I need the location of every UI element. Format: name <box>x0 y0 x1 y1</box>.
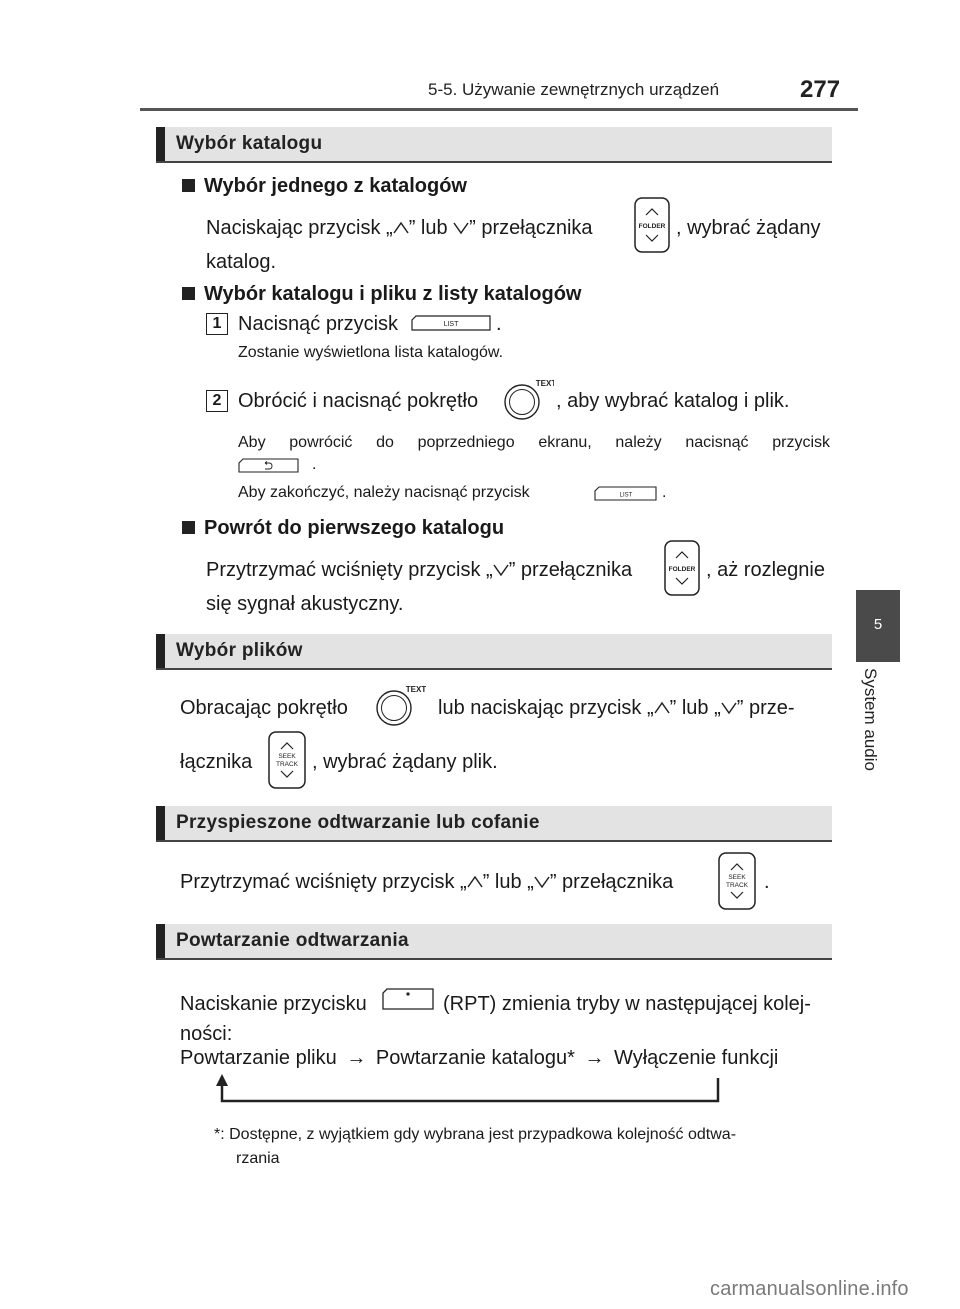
bullet-square <box>182 179 195 192</box>
down-chevron-icon <box>721 702 737 715</box>
paragraph-fast-forward-end: . <box>764 871 770 893</box>
section-title-fast-forward: Przyspieszone odtwarzanie lub cofanie <box>156 806 832 840</box>
paragraph-first-folder-end: , aż rozlegnie <box>706 559 825 581</box>
step-2-text: Obrócić i nacisnąć pokrętło <box>238 390 479 412</box>
up-chevron-icon <box>654 701 670 714</box>
svg-text:TRACK: TRACK <box>726 882 749 889</box>
svg-text:SEEK: SEEK <box>278 753 296 760</box>
seek-track-switch-icon: SEEK TRACK <box>268 731 306 789</box>
subheading-select-folder: Wybór jednego z katalogów <box>182 172 467 200</box>
step-1-text: Nacisnąć przycisk <box>238 313 399 335</box>
step-1-note: Zostanie wyświetlona lista katalogów. <box>238 344 504 361</box>
svg-text:TEXT: TEXT <box>406 685 426 694</box>
arrow-right-icon: → <box>584 1047 605 1069</box>
mode-repeat-file: Powtarzanie pliku <box>180 1047 337 1069</box>
bullet-square <box>182 287 195 300</box>
paragraph-files-b: lub naciskając przycisk „” lub „” prze- <box>438 697 795 719</box>
paragraph-select-folder: Naciskając przycisk „” lub ” przełącznik… <box>206 217 593 239</box>
up-chevron-icon <box>393 221 409 234</box>
section-rule <box>156 161 832 163</box>
note-exit: Aby zakończyć, należy nacisnąć przycisk <box>238 484 530 501</box>
paragraph-fast-forward: Przytrzymać wciśnięty przycisk „” lub „”… <box>180 871 674 893</box>
note-back: Aby powrócić do poprzedniego ekranu, nal… <box>238 434 830 451</box>
mode-repeat-folder: Powtarzanie katalogu* <box>375 1047 575 1069</box>
paragraph-first-folder-line2: się sygnał akustyczny. <box>206 593 404 615</box>
step-2-text-end: , aby wybrać katalog i plik. <box>556 390 790 412</box>
paragraph-repeat-a: Naciskanie przycisku <box>180 993 367 1015</box>
svg-text:LIST: LIST <box>620 493 633 499</box>
page-number: 277 <box>800 76 841 103</box>
paragraph-select-folder-line2: katalog. <box>206 251 277 273</box>
down-chevron-icon <box>453 222 469 235</box>
mode-repeat-off: Wyłączenie funkcji <box>614 1047 779 1069</box>
watermark: carmanualsonline.info <box>710 1278 909 1300</box>
paragraph-repeat-line2: ności: <box>180 1023 233 1045</box>
section-rule <box>156 958 832 960</box>
footnote: *: Dostępne, z wyjątkiem gdy wybrana jes… <box>214 1126 737 1143</box>
folder-switch-icon: FOLDER <box>664 540 700 596</box>
side-tab-number: 5 <box>873 616 883 633</box>
svg-text:SEEK: SEEK <box>728 874 746 881</box>
paragraph-files-a: Obracając pokrętło <box>180 697 348 719</box>
paragraph-files-line2-end: , wybrać żądany plik. <box>312 751 498 773</box>
section-title-repeat: Powtarzanie odtwarzania <box>156 924 832 958</box>
paragraph-files-line2: łącznika <box>180 751 253 773</box>
cycle-return-arrow <box>216 1074 720 1103</box>
paragraph-repeat-b: (RPT) zmienia tryby w następującej kolej… <box>443 993 811 1015</box>
up-chevron-icon <box>467 875 483 888</box>
paragraph-select-folder-end: , wybrać żądany <box>676 217 821 239</box>
svg-text:TEXT: TEXT <box>536 379 554 388</box>
section-title-files: Wybór plików <box>156 634 832 668</box>
list-button-icon: LIST <box>411 315 491 331</box>
section-rule <box>156 840 832 842</box>
folder-switch-icon: FOLDER <box>634 197 670 253</box>
svg-text:FOLDER: FOLDER <box>639 223 666 230</box>
bullet-square <box>182 521 195 534</box>
step-number-1: 1 <box>206 313 228 335</box>
down-chevron-icon <box>493 564 509 577</box>
rpt-button-icon <box>382 988 434 1010</box>
svg-text:FOLDER: FOLDER <box>669 566 696 573</box>
section-rule <box>156 668 832 670</box>
note-exit-end: . <box>662 484 667 501</box>
tune-knob-icon: TEXT <box>504 379 554 420</box>
step-number-2: 2 <box>206 390 228 412</box>
header-rule <box>140 108 858 111</box>
note-back-end: . <box>312 456 317 473</box>
step-1-end: . <box>496 313 502 335</box>
down-chevron-icon <box>534 876 550 889</box>
footnote-line2: rzania <box>236 1150 280 1167</box>
side-tab: 5 <box>856 590 900 662</box>
paragraph-first-folder: Przytrzymać wciśnięty przycisk „” przełą… <box>206 559 633 581</box>
svg-text:LIST: LIST <box>444 321 460 328</box>
seek-track-switch-icon: SEEK TRACK <box>718 852 756 910</box>
section-title-folder: Wybór katalogu <box>156 127 832 161</box>
svg-text:TRACK: TRACK <box>276 761 299 768</box>
tune-knob-icon: TEXT <box>376 685 426 726</box>
arrow-right-icon: → <box>346 1047 367 1069</box>
list-button-icon-small: LIST <box>594 486 657 501</box>
side-tab-label: System audio <box>861 668 880 771</box>
repeat-mode-cycle: Powtarzanie pliku → Powtarzanie katalogu… <box>180 1044 778 1072</box>
subheading-folder-list: Wybór katalogu i pliku z listy katalogów <box>182 280 581 308</box>
chapter-title: 5-5. Używanie zewnętrznych urządzeń <box>428 80 720 99</box>
back-button-icon <box>238 458 299 473</box>
subheading-first-folder: Powrót do pierwszego katalogu <box>182 514 504 542</box>
